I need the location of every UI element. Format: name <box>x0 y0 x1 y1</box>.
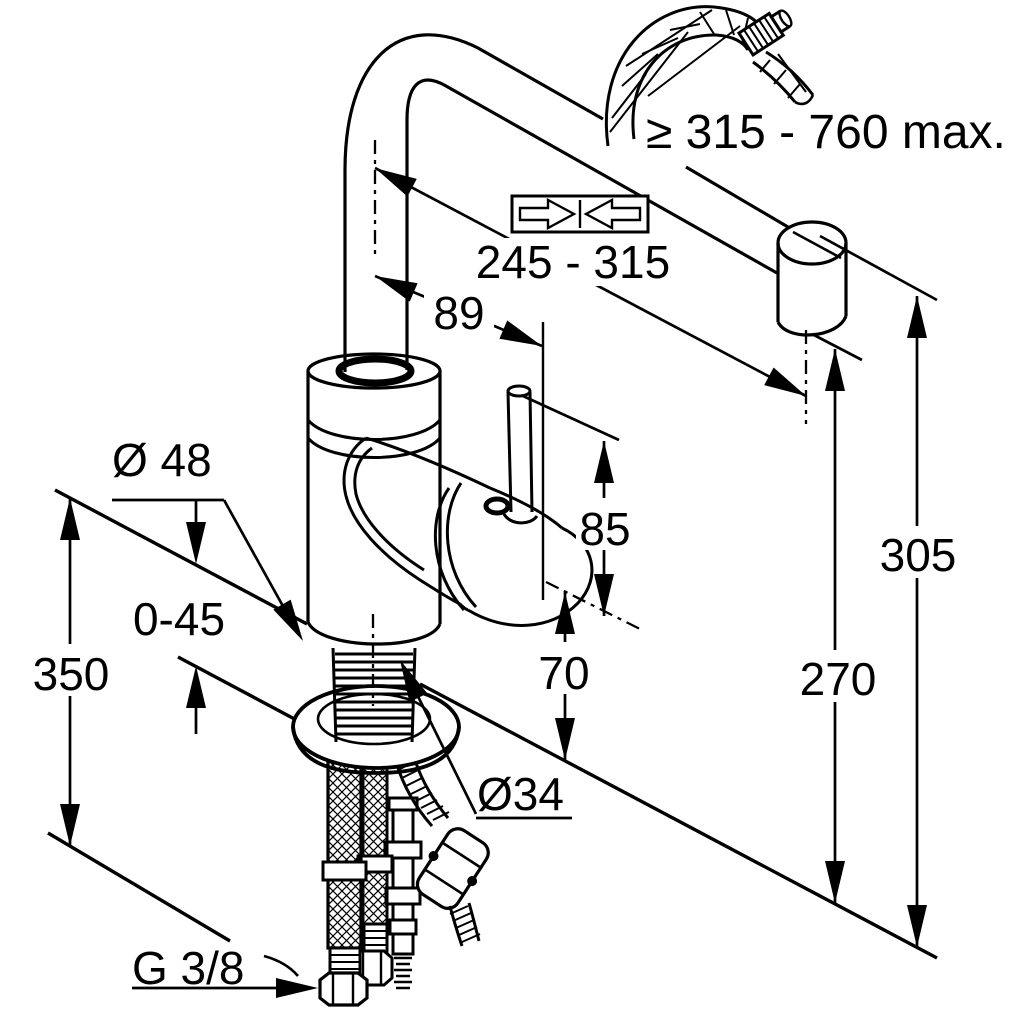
dim-spout-reach-label: 245 - 315 <box>476 236 670 288</box>
countertop-lines <box>47 488 938 960</box>
handle-lever-rod <box>506 391 534 513</box>
dim-outlet-height-max-label: 305 <box>880 529 957 581</box>
dim-body-height-label: 70 <box>538 647 589 699</box>
dim-deck-thickness-line <box>186 500 206 734</box>
dim-base-diameter-leader <box>112 498 312 646</box>
dim-deck-thickness-label: 0-45 <box>133 593 225 645</box>
centerlines <box>371 140 808 706</box>
spout-outline <box>343 33 604 372</box>
dim-outlet-height-line <box>811 332 863 903</box>
dim-outlet-height-label: 270 <box>800 653 877 705</box>
hose-weight <box>415 827 490 947</box>
dim-hole-diameter-label: Ø34 <box>477 768 564 820</box>
dim-hose-extension-label: ≥ 315 - 760 max. <box>646 106 1006 159</box>
dim-handle-height-label: 85 <box>579 503 630 555</box>
dim-supply-connection-label: G 3/8 <box>132 942 245 994</box>
hose-connector <box>736 9 793 57</box>
supply-hose-left <box>318 748 369 1007</box>
pullout-hose-coil <box>605 5 815 147</box>
dim-handle-offset-label: 89 <box>433 287 484 339</box>
dim-hose-length-label: 350 <box>33 648 110 700</box>
dim-outlet-height-max-line <box>819 234 938 947</box>
dim-supply-connection-leader <box>132 954 318 998</box>
handle <box>342 384 594 627</box>
spray-head <box>776 220 848 337</box>
dimension-labels: ≥ 315 - 760 max. 245 - 315 89 Ø 48 0-45 … <box>33 106 1006 994</box>
dim-hole-diameter-leader <box>391 655 572 820</box>
adjustable-length-icon <box>510 194 650 234</box>
dim-base-diameter-label: Ø 48 <box>112 434 212 486</box>
label-backings <box>24 238 962 702</box>
